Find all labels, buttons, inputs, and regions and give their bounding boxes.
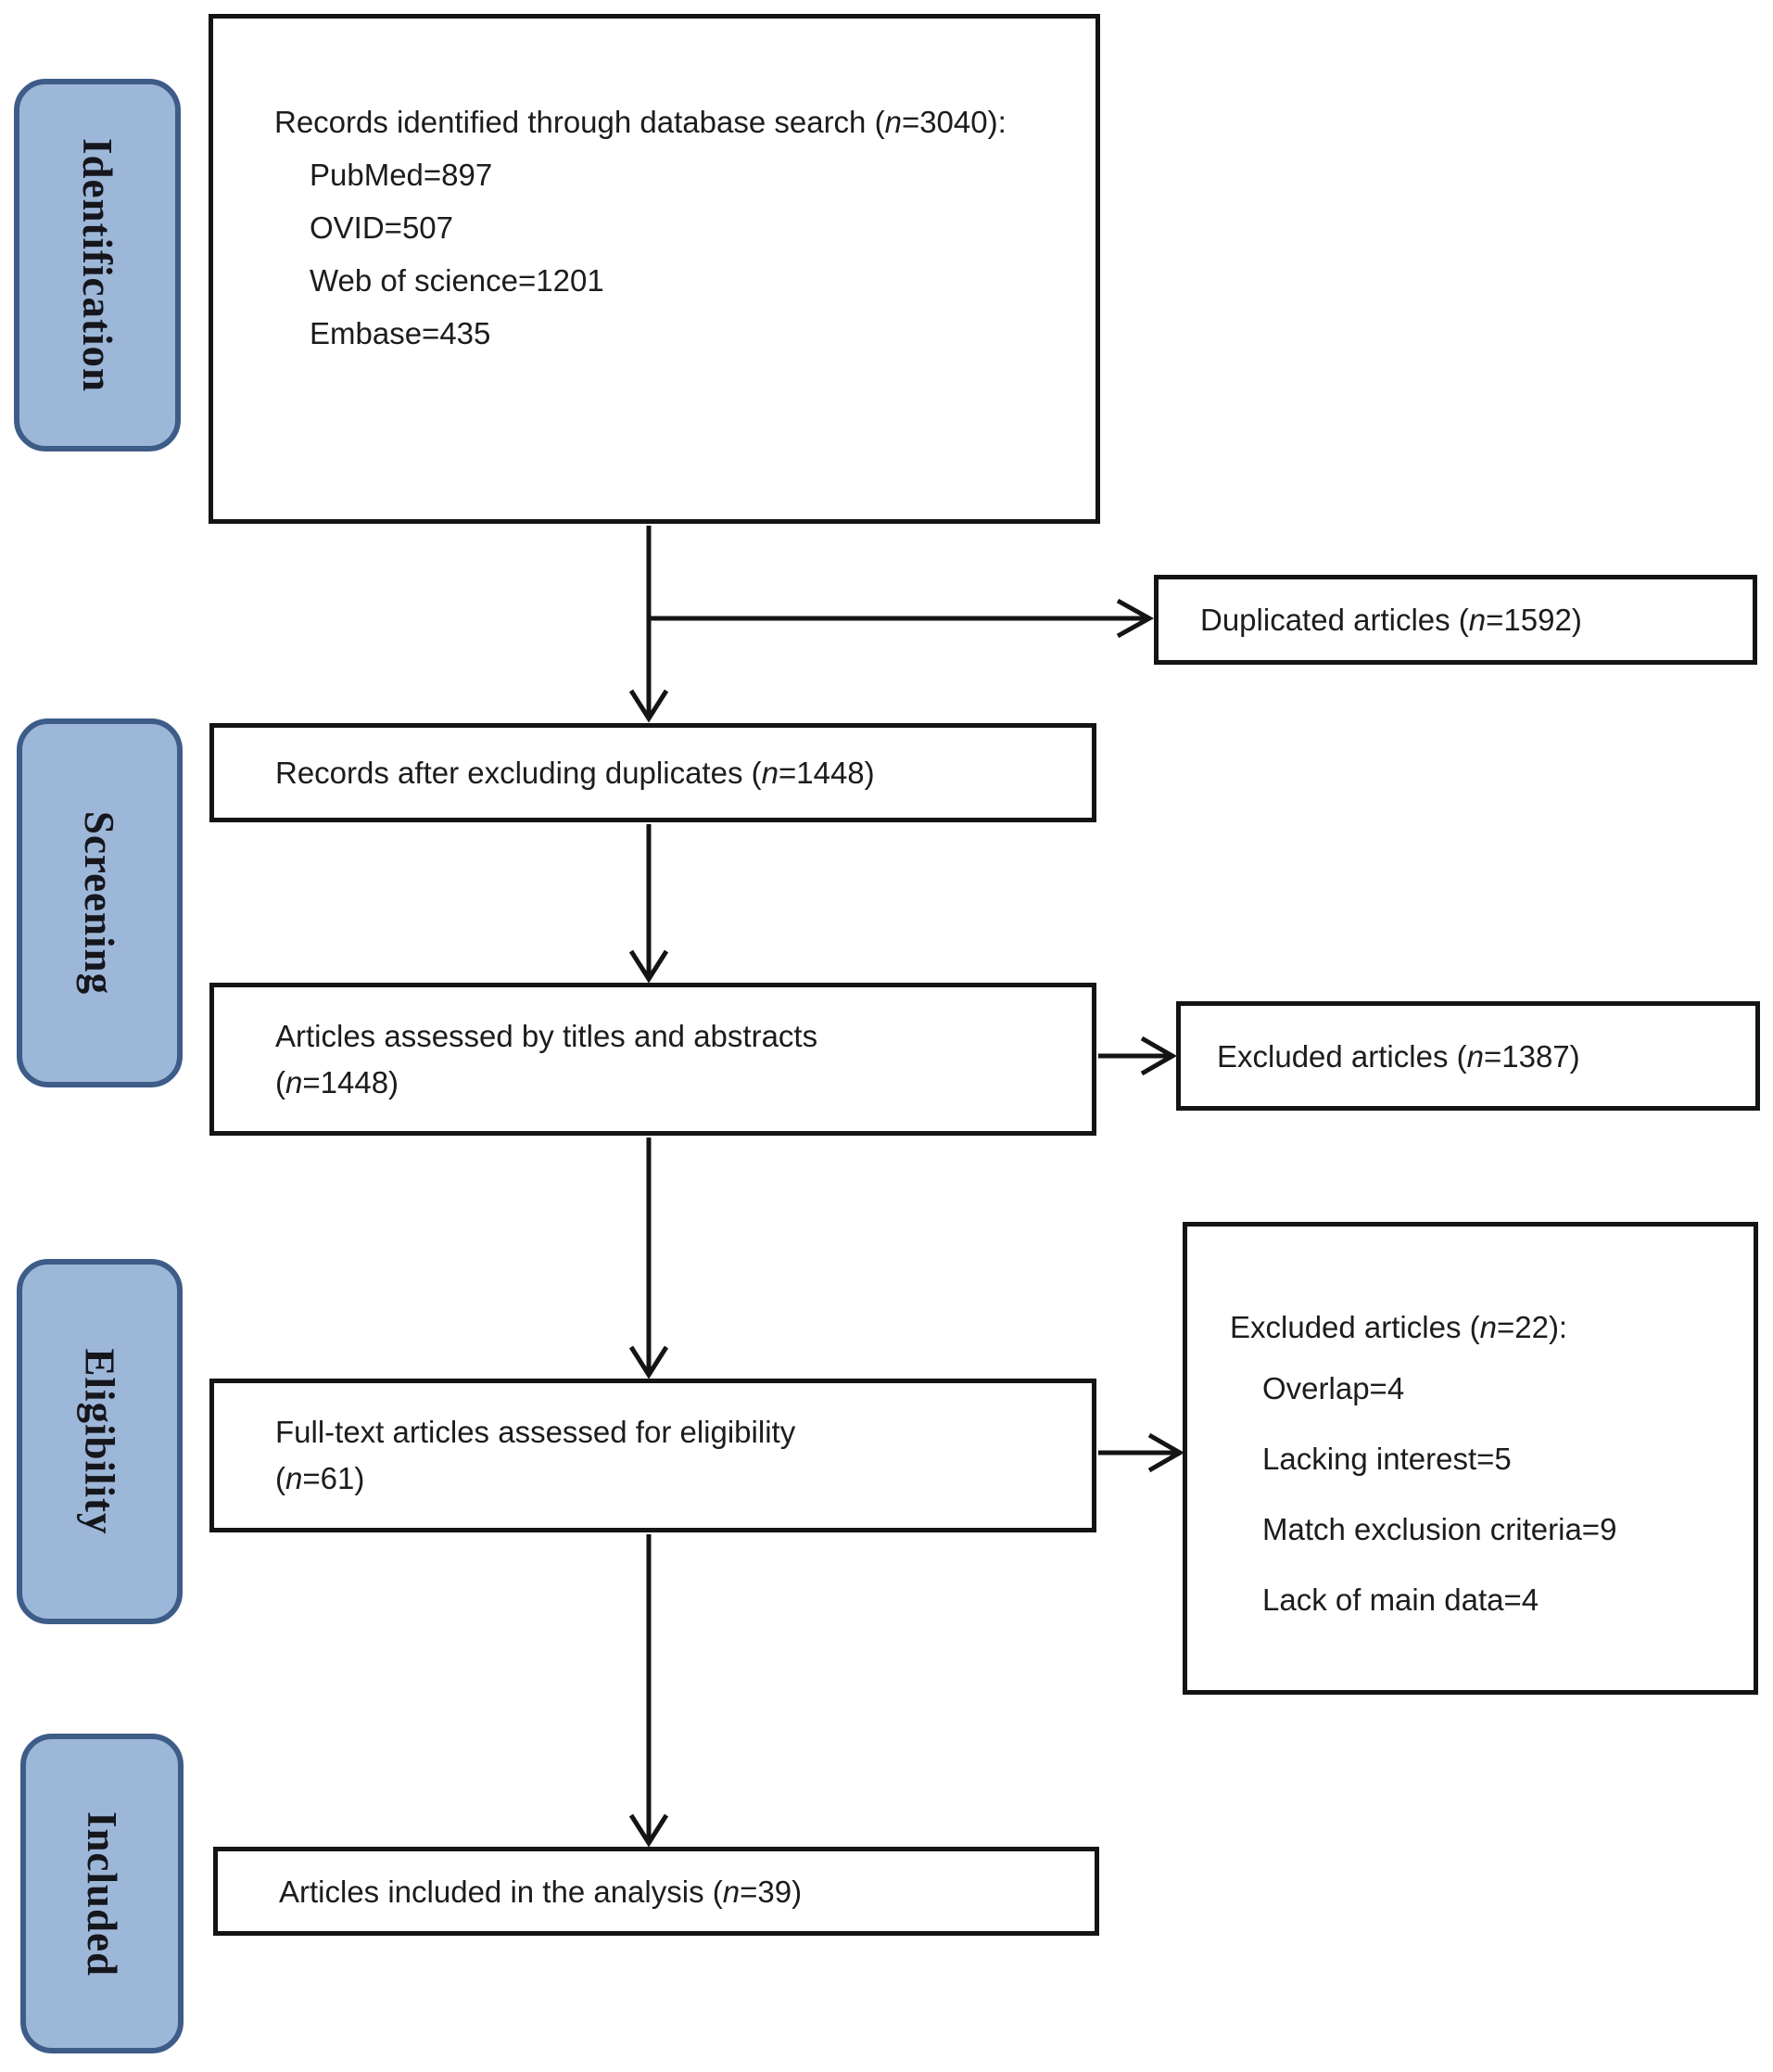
excluded-screening-text: Excluded articles (n=1387) [1217, 1038, 1580, 1074]
stage-pill-screening: Screening [17, 718, 183, 1087]
arrow-fulltext-to-included [628, 1534, 669, 1848]
stage-label-screening: Screening [76, 810, 123, 996]
exclusion-reason-overlap: Overlap=4 [1262, 1371, 1405, 1405]
arrow-titles-to-excluded [1098, 1036, 1178, 1076]
exclusion-reason-lacking-interest: Lacking interest=5 [1262, 1442, 1512, 1476]
box-titles-abstracts: Articles assessed by titles and abstract… [209, 983, 1096, 1136]
box-records-after-duplicates: Records after excluding duplicates (n=14… [209, 723, 1096, 822]
records-identified-title: Records identified through database sear… [274, 105, 1007, 139]
fulltext-line1: Full-text articles assessed for eligibil… [275, 1415, 796, 1449]
box-fulltext-assessed: Full-text articles assessed for eligibil… [209, 1379, 1096, 1532]
box-articles-included: Articles included in the analysis (n=39) [213, 1847, 1099, 1936]
arrow-identified-to-duplicated [649, 598, 1155, 639]
stage-pill-identification: Identification [14, 79, 181, 451]
db-count-embase: Embase=435 [310, 316, 491, 350]
db-count-pubmed: PubMed=897 [310, 158, 493, 192]
exclusion-reason-match-criteria: Match exclusion criteria=9 [1262, 1512, 1617, 1546]
arrow-titles-to-fulltext [628, 1138, 669, 1379]
stage-pill-eligibility: Eligibility [17, 1259, 183, 1624]
records-after-duplicates-text: Records after excluding duplicates (n=14… [275, 756, 875, 790]
excluded-eligibility-header: Excluded articles (n=22): [1230, 1310, 1568, 1344]
arrow-identified-to-dedup [628, 526, 669, 723]
stage-label-identification: Identification [74, 137, 121, 393]
articles-included-text: Articles included in the analysis (n=39) [279, 1874, 803, 1909]
titles-abstracts-line1: Articles assessed by titles and abstract… [275, 1018, 818, 1053]
box-duplicated-articles: Duplicated articles (n=1592) [1154, 575, 1757, 665]
stage-label-included: Included [79, 1811, 126, 1977]
db-count-web-of-science: Web of science=1201 [310, 263, 604, 298]
titles-abstracts-line2: (n=1448) [275, 1064, 399, 1100]
fulltext-line2: (n=61) [275, 1461, 365, 1495]
box-excluded-eligibility: Excluded articles (n=22): Overlap=4 Lack… [1183, 1222, 1758, 1695]
arrow-dedup-to-titles [628, 824, 669, 984]
db-count-ovid: OVID=507 [310, 210, 454, 245]
exclusion-reason-lack-main-data: Lack of main data=4 [1262, 1583, 1539, 1617]
stage-pill-included: Included [20, 1734, 184, 2053]
box-records-identified: Records identified through database sear… [209, 14, 1100, 524]
arrow-fulltext-to-excluded [1098, 1432, 1185, 1473]
stage-label-eligibility: Eligibility [76, 1348, 123, 1535]
duplicated-articles-text: Duplicated articles (n=1592) [1200, 603, 1582, 637]
box-excluded-screening: Excluded articles (n=1387) [1176, 1001, 1760, 1111]
